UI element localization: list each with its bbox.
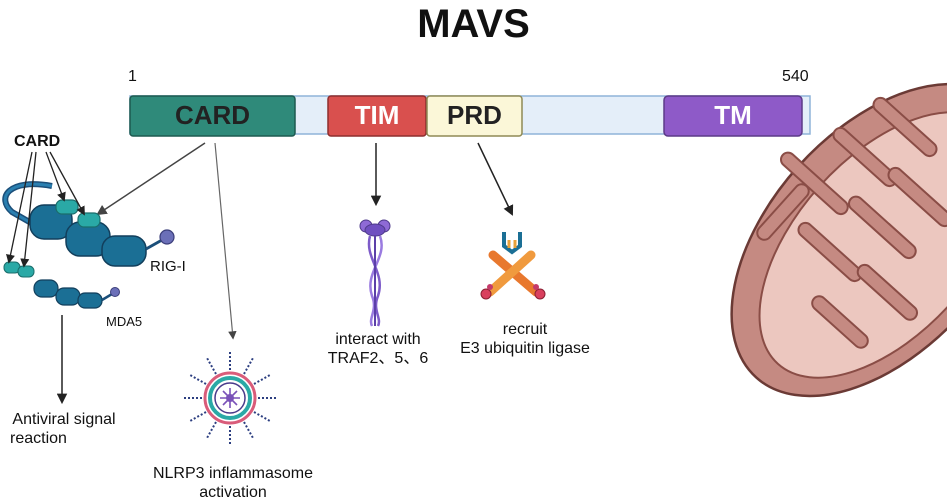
tim-domain-label: TIM [354, 99, 400, 130]
rig-i-label: RIG-I [150, 258, 186, 275]
prd-to-e3-arrow [477, 142, 514, 216]
card-label-arrow-1 [45, 151, 66, 202]
mda5-icon [3, 261, 120, 309]
end-position-label: 540 [782, 68, 809, 85]
card-label-arrow-3 [6, 151, 33, 264]
card-label-arrow-4 [20, 151, 37, 268]
prd-domain-label: PRD [447, 99, 502, 130]
e3-label: recruit E3 ubiquitin ligase [440, 320, 610, 358]
mitochondrion-icon [730, 82, 947, 398]
card-domain [129, 95, 296, 137]
traf-icon [359, 219, 391, 327]
nlrp3-line-2: activation [199, 484, 267, 501]
card-domain-label: CARD [174, 99, 251, 130]
page-title: MAVS [417, 2, 530, 46]
card-to-rigi-arrow [96, 142, 206, 216]
card-receptor-label: CARD [14, 133, 61, 150]
card-label-arrow-2 [49, 151, 85, 216]
e3-ubiquitin-ligase-icon [480, 232, 546, 300]
nlrp3-label: NLRP3 inflammasome activation [138, 464, 328, 502]
mda5-label: MDA5 [106, 314, 143, 329]
tm-domain-label: TM [714, 99, 752, 130]
e3-line-2: E3 ubiquitin ligase [460, 340, 590, 357]
antiviral-label: Antiviral signal reaction [0, 410, 128, 448]
e3-line-1: recruit [502, 321, 548, 338]
traf-label: interact with TRAF2、5、6 [298, 330, 458, 368]
antiviral-line-2: reaction [10, 430, 67, 447]
start-position-label: 1 [128, 68, 137, 85]
rig-i-icon [2, 181, 175, 267]
nlrp3-line-1: NLRP3 inflammasome [152, 465, 314, 482]
nlrp3-inflammasome-icon [184, 352, 276, 444]
tm-domain [663, 95, 803, 137]
traf-line-1: interact with [335, 331, 421, 348]
card-to-nlrp3-arrow [214, 142, 237, 340]
tim-domain [327, 95, 427, 137]
traf-line-2: TRAF2、5、6 [327, 350, 429, 367]
prd-domain [426, 95, 523, 137]
antiviral-line-1: Antiviral signal [12, 411, 116, 428]
